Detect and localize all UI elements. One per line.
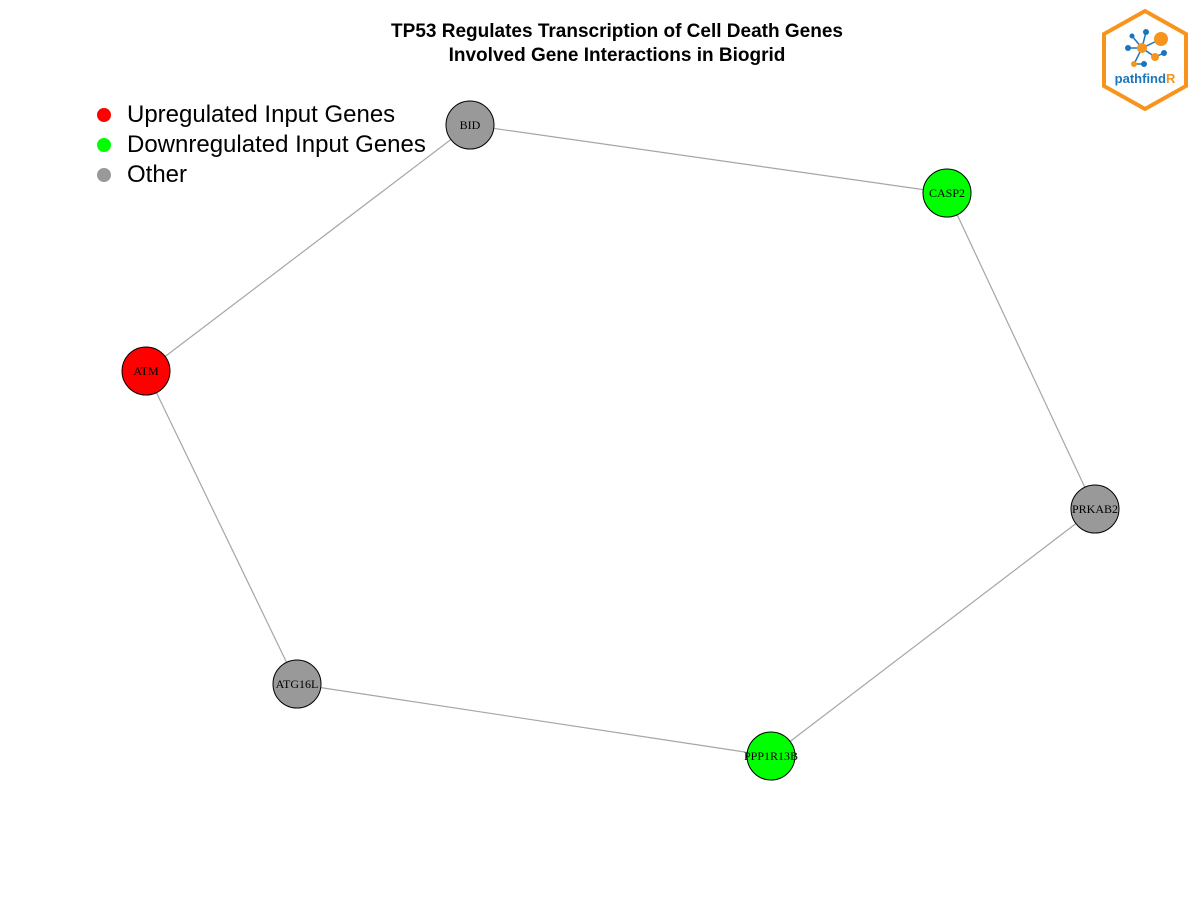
legend-item-downregulated: Downregulated Input Genes [97,130,426,160]
pathfindr-logo-icon: pathfindR [1102,8,1188,112]
other-dot-icon [97,168,111,182]
edge-bid-atm [145,124,471,372]
edges-layer [145,124,1096,757]
node-circle-prkab2 [1070,484,1120,534]
legend: Upregulated Input Genes Downregulated In… [97,100,426,190]
node-circle-atm [121,346,171,396]
edge-prkab2-ppp1r13b [770,508,1096,757]
logo-text-accent: R [1166,71,1176,86]
node-bid: BID [445,100,495,150]
title-line-1: TP53 Regulates Transcription of Cell Dea… [391,21,843,42]
upregulated-dot-icon [97,108,111,122]
node-ppp1r13b: PPP1R13B [744,731,798,781]
legend-item-other: Other [97,160,426,190]
node-label-atg16l1: ATG16L [276,677,319,691]
node-label-casp2: CASP2 [929,186,965,200]
edge-atm-atg16l1 [145,370,298,685]
title-line-2: Involved Gene Interactions in Biogrid [448,45,786,66]
node-atm: ATM [121,346,171,396]
node-atg16l1: ATG16L [272,659,322,709]
legend-label-downregulated: Downregulated Input Genes [127,131,426,158]
node-circle-casp2 [922,168,972,218]
node-circle-atg16l1 [272,659,322,709]
edge-casp2-prkab2 [946,192,1096,510]
downregulated-dot-icon [97,138,111,152]
legend-item-upregulated: Upregulated Input Genes [97,100,426,130]
edge-bid-casp2 [469,124,948,194]
svg-text:pathfindR: pathfindR [1115,71,1176,86]
node-prkab2: PRKAB2 [1070,484,1120,534]
node-casp2: CASP2 [922,168,972,218]
node-label-bid: BID [460,118,481,132]
chart-title: TP53 Regulates Transcription of Cell Dea… [0,20,1200,68]
legend-label-other: Other [127,161,188,188]
node-label-ppp1r13b: PPP1R13B [744,749,798,763]
legend-label-upregulated: Upregulated Input Genes [127,101,396,128]
node-label-prkab2: PRKAB2 [1072,502,1118,516]
logo-text-main: pathfind [1115,71,1166,86]
node-label-atm: ATM [133,364,159,378]
node-circle-bid [445,100,495,150]
edge-atg16l1-ppp1r13b [296,683,772,757]
node-circle-ppp1r13b [746,731,796,781]
